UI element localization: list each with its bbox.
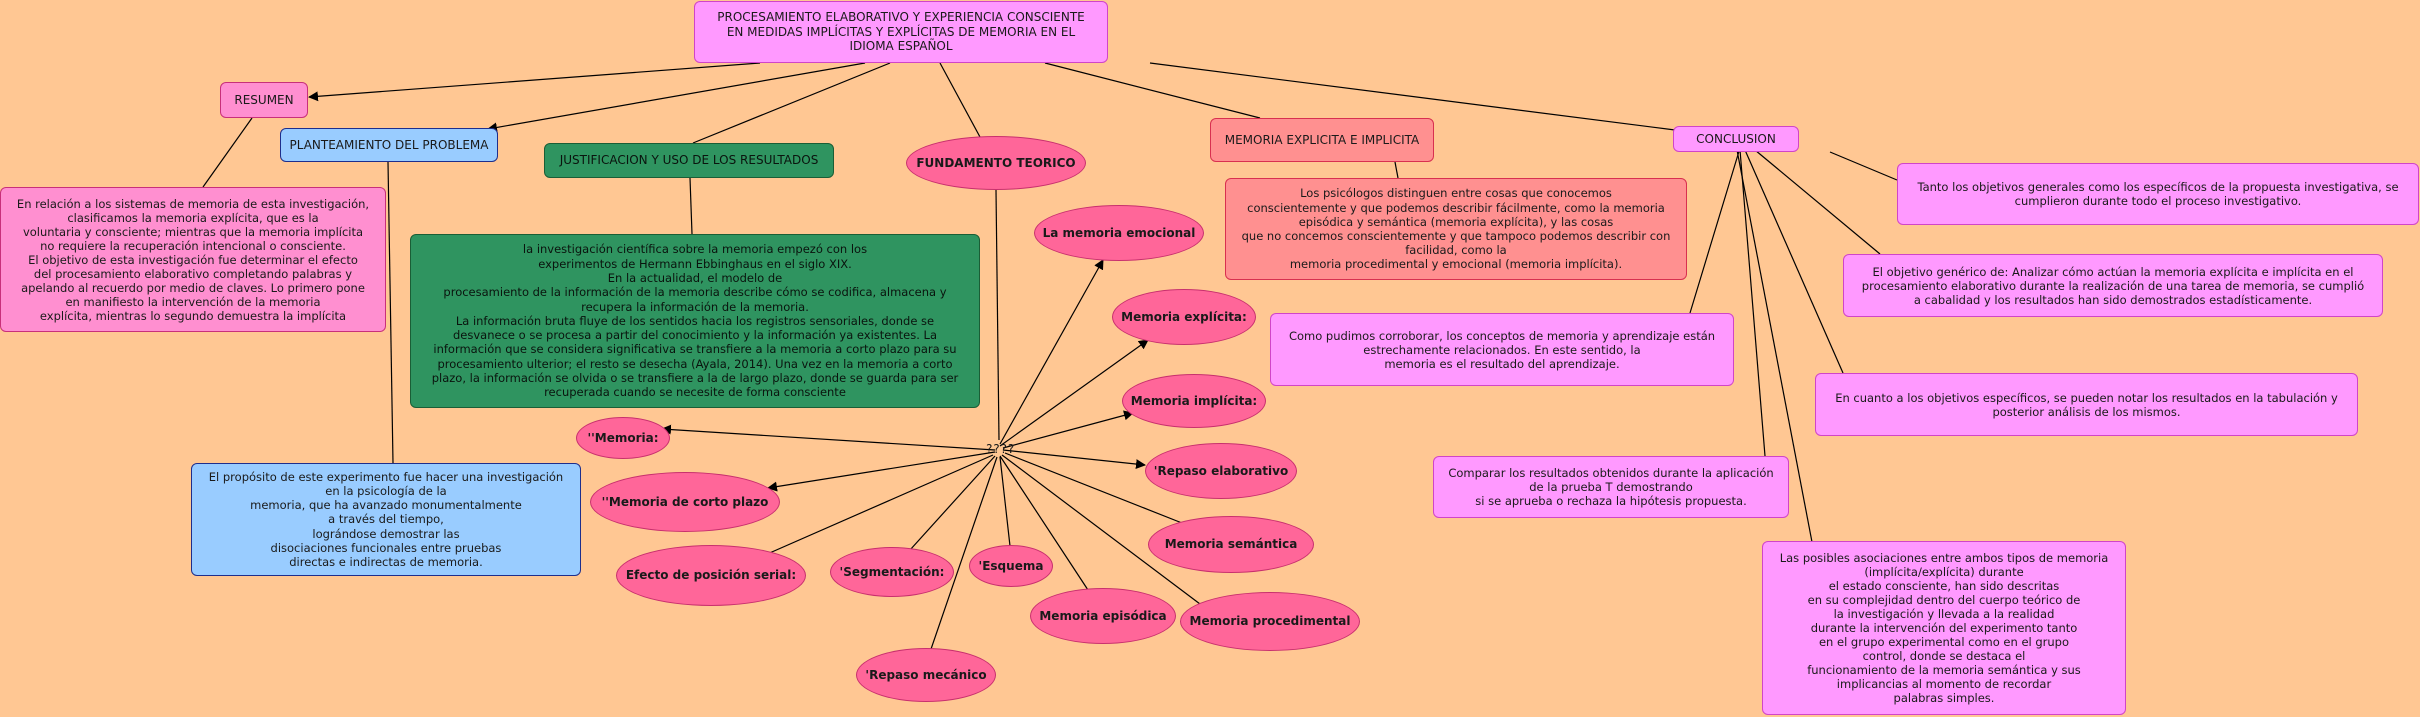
concept-memoria-procedimental: Memoria procedimental: [1180, 592, 1360, 651]
conclusion-objetivo-generico: El objetivo genérico de: Analizar cómo a…: [1843, 254, 2383, 317]
concept-memoria: ''Memoria:: [576, 417, 670, 459]
branch-conclusion: CONCLUSION: [1673, 126, 1799, 152]
concept-memoria-explicita: Memoria explícita:: [1112, 289, 1256, 345]
concept-segmentacion: 'Segmentación:: [830, 547, 954, 597]
branch-resumen: RESUMEN: [220, 82, 308, 118]
concept-efecto-posicion-serial: Efecto de posición serial:: [616, 545, 806, 606]
concept-repaso-mecanico: 'Repaso mecánico: [856, 648, 996, 702]
conclusion-asociaciones: Las posibles asociaciones entre ambos ti…: [1762, 541, 2126, 715]
conclusion-prueba-t: Comparar los resultados obtenidos durant…: [1433, 456, 1789, 518]
map-title: PROCESAMIENTO ELABORATIVO Y EXPERIENCIA …: [694, 1, 1108, 63]
concept-memoria-emocional: La memoria emocional: [1034, 205, 1204, 261]
conclusion-memoria-aprendizaje: Como pudimos corroborar, los conceptos d…: [1270, 313, 1734, 386]
conclusion-objetivos: Tanto los objetivos generales como los e…: [1897, 163, 2419, 225]
conclusion-objetivos-especificos: En cuanto a los objetivos específicos, s…: [1815, 373, 2358, 436]
branch-memoria-explicita-implicita: MEMORIA EXPLICITA E IMPLICITA: [1210, 118, 1434, 162]
concept-memoria-corto-plazo: ''Memoria de corto plazo: [590, 472, 780, 532]
concept-repaso-elaborativo: 'Repaso elaborativo: [1145, 443, 1297, 499]
concept-memoria-implicita: Memoria implícita:: [1122, 374, 1266, 428]
concept-memoria-semantica: Memoria semántica: [1148, 516, 1314, 573]
branch-fundamento-teorico: FUNDAMENTO TEORICO: [906, 136, 1086, 190]
concept-memoria-episodica: Memoria episódica: [1030, 588, 1176, 644]
concept-hub: ????: [985, 442, 1015, 456]
concept-esquema: 'Esquema: [969, 545, 1053, 587]
resumen-text: En relación a los sistemas de memoria de…: [0, 187, 386, 332]
planteamiento-text: El propósito de este experimento fue hac…: [191, 463, 581, 576]
memoria-explicita-implicita-text: Los psicólogos distinguen entre cosas qu…: [1225, 178, 1687, 280]
justificacion-text: la investigación científica sobre la mem…: [410, 234, 980, 408]
branch-planteamiento-del-problema: PLANTEAMIENTO DEL PROBLEMA: [280, 128, 498, 162]
branch-justificacion: JUSTIFICACION Y USO DE LOS RESULTADOS: [544, 143, 834, 178]
